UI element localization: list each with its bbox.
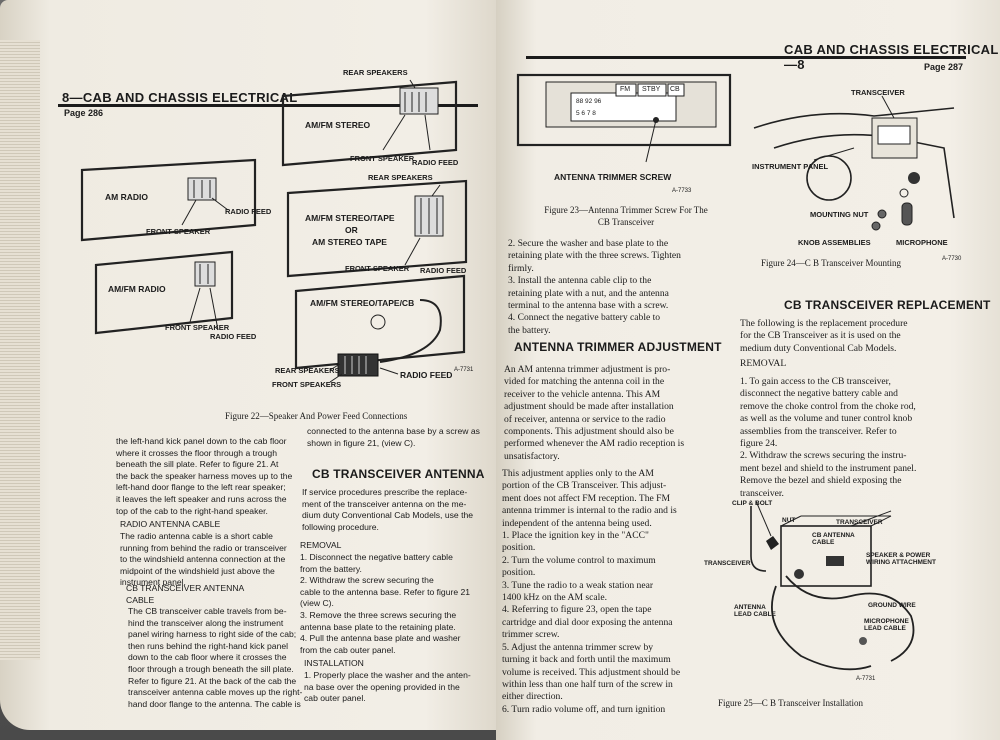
right-col2-para1: The following is the replacement procedu… (740, 318, 908, 354)
label-amfm-stereo-tape-cb: AM/FM STEREO/TAPE/CB (310, 298, 415, 308)
label-amfm-radio: AM/FM RADIO (108, 284, 166, 294)
right-col1-para3: This adjustment applies only to the AM p… (502, 468, 681, 715)
right-col1-para2: An AM antenna trimmer adjustment is pro-… (504, 364, 685, 462)
figure-24-diagram (753, 95, 955, 231)
right-col2-heading: CB TRANSCEIVER REPLACEMENT (784, 298, 991, 312)
left-page-header: 8—CAB AND CHASSIS ELECTRICAL (62, 90, 298, 105)
label-front-speakers: FRONT SPEAKERS (272, 380, 342, 389)
right-col1-para1: 2. Secure the washer and base plate to t… (508, 238, 681, 336)
figure-23-caption: Figure 23—Antenna Trimmer Screw For The … (544, 205, 708, 227)
figure-24-caption: Figure 24—C B Transceiver Mounting (761, 258, 902, 268)
left-col2-install-step: 1. Properly place the washer and the ant… (304, 670, 471, 704)
label-am-radio: AM RADIO (105, 192, 148, 202)
left-col1-para2: The radio antenna cable is a short cable… (120, 531, 287, 588)
label-radio-feed-5: RADIO FEED (400, 370, 453, 380)
figure-22-diagram (80, 79, 468, 383)
label-rear-speakers-2: REAR SPEAKERS (368, 173, 433, 182)
label-front-speaker-3: FRONT SPEAKER (345, 264, 410, 273)
label-radio-feed-3: RADIO FEED (420, 266, 467, 275)
left-col2-para2: If service procedures prescribe the repl… (302, 487, 474, 532)
left-col1-para3: The CB transceiver cable travels from be… (128, 606, 303, 709)
right-page: CAB AND CHASSIS ELECTRICAL—8 Page 287 FM… (496, 0, 1000, 740)
right-col2-removal-steps: 1. To gain access to the CB transceiver,… (740, 376, 917, 499)
label-or: OR (345, 225, 358, 235)
page-edge-stack (0, 40, 40, 660)
figure-23-diagram (516, 73, 732, 163)
label-amfm-stereo-tape: AM/FM STEREO/TAPE (305, 213, 395, 223)
figure-25-code: A-7731 (856, 676, 876, 682)
left-col1-para1: the left-hand kick panel down to the cab… (116, 436, 293, 516)
left-header-rule (58, 104, 478, 107)
radio-face-cb: CB (670, 86, 680, 93)
figure-24-code: A-7730 (942, 256, 962, 262)
radio-face-stby: STBY (642, 86, 661, 93)
figure-22-code: A-7731 (454, 367, 474, 373)
fig24-label-knob-assemblies: KNOB ASSEMBLIES (798, 238, 871, 247)
fig25-label-ground-wire: GROUND WIRE (868, 602, 916, 609)
fig24-label-mounting-nut: MOUNTING NUT (810, 210, 869, 219)
label-rear-speakers-1: REAR SPEAKERS (343, 68, 408, 77)
radio-face-channels-row1: 88 92 96 (576, 98, 602, 105)
left-col2-removal-heading: REMOVAL (300, 540, 342, 550)
radio-face-channels-row2: 5 6 7 8 (576, 110, 596, 117)
label-radio-feed-2: RADIO FEED (225, 207, 272, 216)
label-radio-feed-1: RADIO FEED (412, 158, 459, 167)
right-page-header: CAB AND CHASSIS ELECTRICAL—8 (784, 42, 999, 72)
right-col1-heading: ANTENNA TRIMMER ADJUSTMENT (514, 340, 722, 354)
right-page-number: Page 287 (924, 62, 964, 72)
fig25-label-speaker-power: SPEAKER & POWER WIRING ATTACHMENT (866, 552, 936, 566)
label-front-speaker-2: FRONT SPEAKER (146, 227, 211, 236)
label-amfm-stereo: AM/FM STEREO (305, 120, 371, 130)
figure-23-label: ANTENNA TRIMMER SCREW (554, 172, 672, 182)
left-col2-installation-heading: INSTALLATION (304, 658, 364, 668)
left-page-number: Page 286 (64, 108, 104, 118)
label-front-speaker-4: FRONT SPEAKER (165, 323, 230, 332)
fig25-label-clip-bolt: CLIP & BOLT (732, 500, 773, 507)
fig24-label-instrument-panel: INSTRUMENT PANEL (752, 162, 829, 171)
right-header-rule (526, 56, 966, 59)
label-front-speaker-1: FRONT SPEAKER (350, 154, 415, 163)
fig24-label-microphone: MICROPHONE (896, 238, 948, 247)
figure-25-caption: Figure 25—C B Transceiver Installation (718, 698, 863, 708)
figure-23-code: A-7733 (672, 188, 692, 194)
label-radio-feed-4: RADIO FEED (210, 332, 257, 341)
label-am-stereo-tape: AM STEREO TAPE (312, 237, 387, 247)
figure-22-caption: Figure 22—Speaker And Power Feed Connect… (225, 411, 408, 421)
radio-face-fm: FM (620, 86, 631, 93)
right-col2-removal-heading: REMOVAL (740, 358, 787, 369)
fig25-label-cb-antenna-cable: CB ANTENNA CABLE (812, 532, 855, 546)
fig25-label-nut: NUT (782, 517, 796, 524)
left-page: 8—CAB AND CHASSIS ELECTRICAL Page 286 (0, 0, 500, 730)
label-rear-speakers-3: REAR SPEAKERS (275, 366, 340, 375)
left-col2-heading: CB TRANSCEIVER ANTENNA (312, 467, 485, 481)
fig25-label-microphone-lead-cable: MICROPHONE LEAD CABLE (864, 618, 909, 632)
left-col1-subheading-cb-antenna: CB TRANSCEIVER ANTENNA CABLE (126, 583, 245, 605)
fig25-label-transceiver-top: TRANSCEIVER (836, 519, 883, 526)
fig24-label-transceiver: TRANSCEIVER (851, 88, 905, 97)
figure-25-diagram (750, 500, 915, 671)
left-col2-para1: connected to the antenna base by a screw… (307, 426, 480, 448)
fig25-label-antenna-lead-cable: ANTENNA LEAD CABLE (734, 604, 776, 618)
left-col1-subheading-radio-antenna: RADIO ANTENNA CABLE (120, 519, 221, 529)
left-col2-removal-steps: 1. Disconnect the negative battery cable… (300, 552, 471, 655)
fig25-label-transceiver-left: TRANSCEIVER (704, 560, 751, 567)
